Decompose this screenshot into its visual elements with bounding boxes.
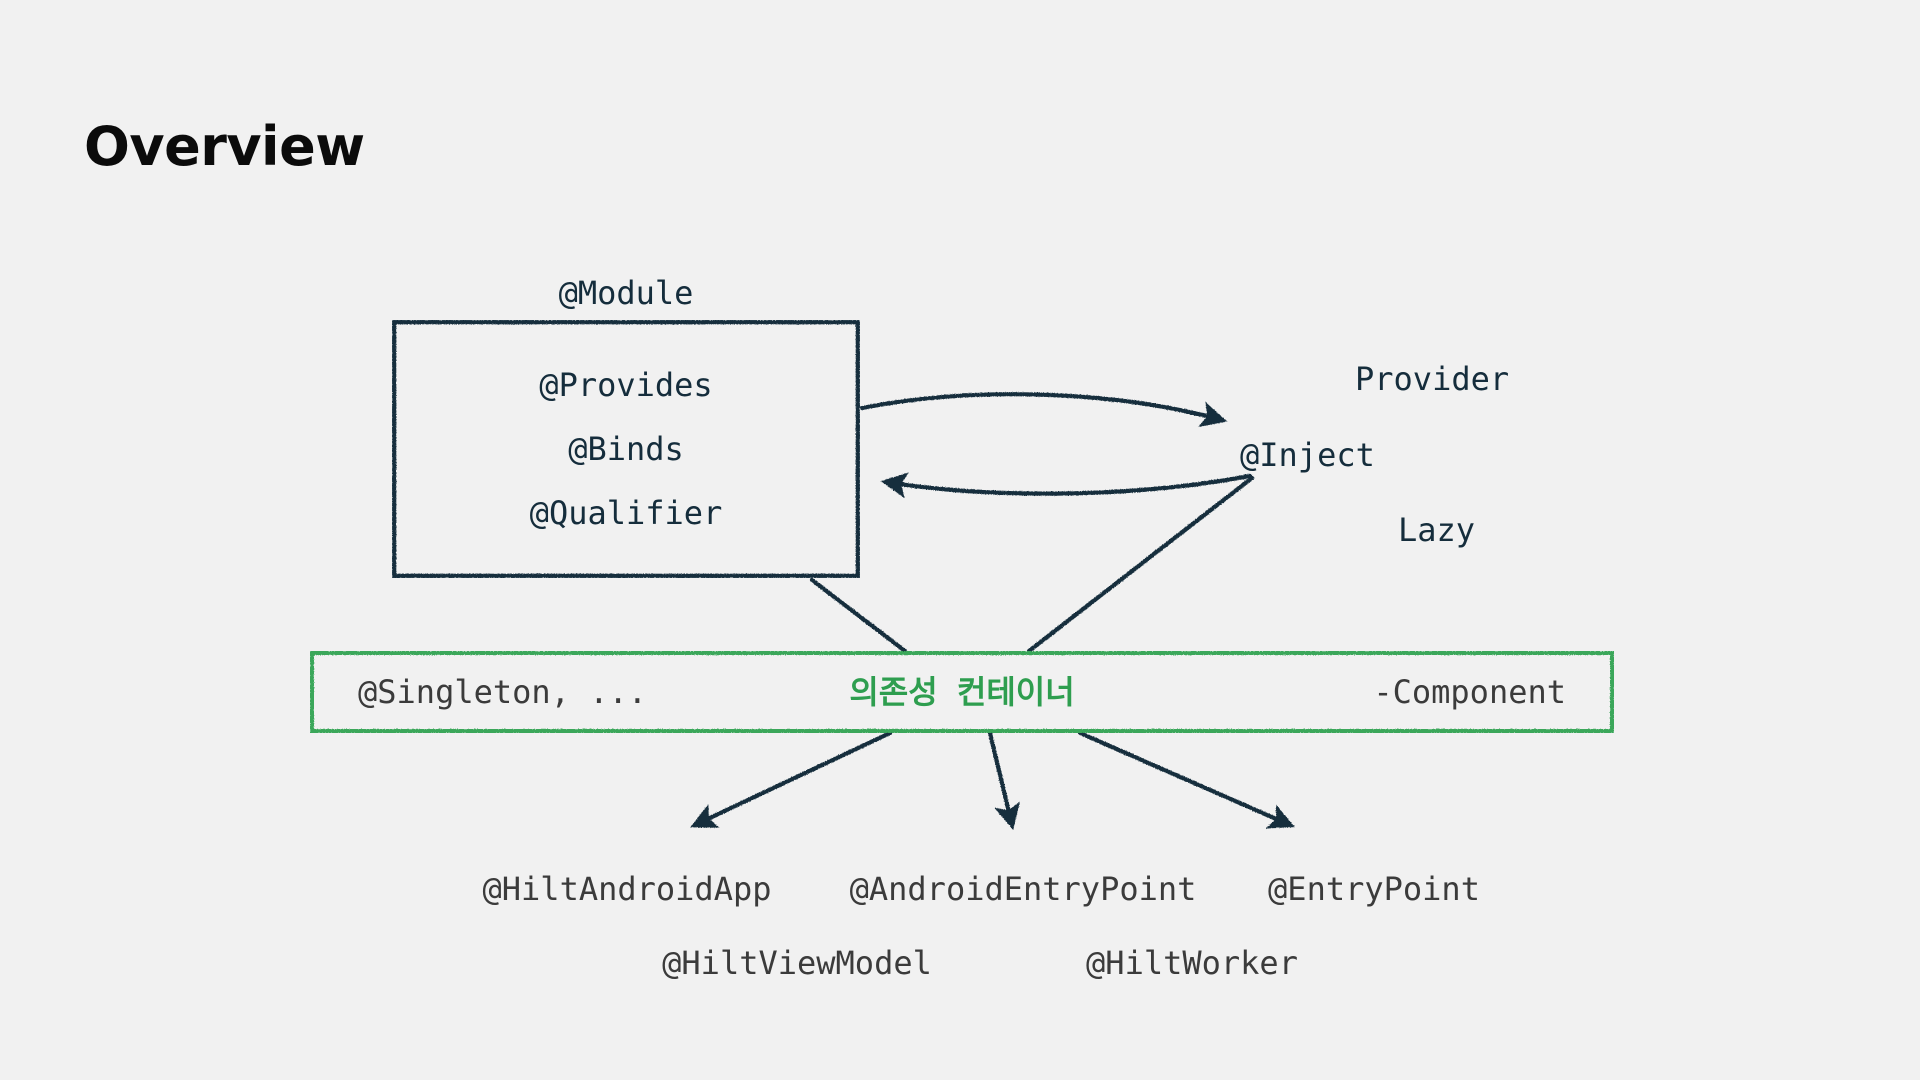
module-box-items: @Provides @Binds @Qualifier xyxy=(392,320,860,578)
edge-container-to-hiltandroidapp xyxy=(690,730,893,828)
edge-inject-to-container xyxy=(1026,475,1255,654)
edge-container-to-entrypoint xyxy=(1077,730,1295,829)
label-inject: @Inject xyxy=(1240,436,1375,474)
dependency-container-box: @Singleton, ... 의존성 컨테이너 -Component xyxy=(310,651,1614,733)
module-item-binds: @Binds xyxy=(568,430,684,468)
label-provider: Provider xyxy=(1355,360,1510,398)
module-box: @Provides @Binds @Qualifier xyxy=(392,320,860,578)
module-caption: @Module xyxy=(558,274,694,312)
label-hiltandroidapp: @HiltAndroidApp xyxy=(482,870,772,908)
label-hiltviewmodel: @HiltViewModel xyxy=(662,944,932,982)
label-lazy: Lazy xyxy=(1398,511,1476,549)
page-title: Overview xyxy=(84,115,365,178)
label-androidentrypoint: @AndroidEntryPoint xyxy=(849,870,1197,908)
container-component-label: -Component xyxy=(1373,673,1566,711)
label-hiltworker: @HiltWorker xyxy=(1086,944,1298,982)
label-entrypoint: @EntryPoint xyxy=(1268,870,1480,908)
container-title-label: 의존성 컨테이너 xyxy=(849,673,1075,711)
edge-module-to-inject xyxy=(859,392,1228,428)
edge-inject-to-module xyxy=(880,472,1253,499)
container-scope-label: @Singleton, ... xyxy=(358,673,647,711)
module-item-provides: @Provides xyxy=(539,366,713,404)
module-item-qualifier: @Qualifier xyxy=(529,494,723,532)
edge-container-to-androidentrypoint xyxy=(987,730,1020,831)
container-row: @Singleton, ... 의존성 컨테이너 -Component xyxy=(310,651,1614,733)
edge-module-to-container xyxy=(809,577,908,654)
module-box-border xyxy=(392,320,860,578)
container-box-border xyxy=(310,651,1614,733)
